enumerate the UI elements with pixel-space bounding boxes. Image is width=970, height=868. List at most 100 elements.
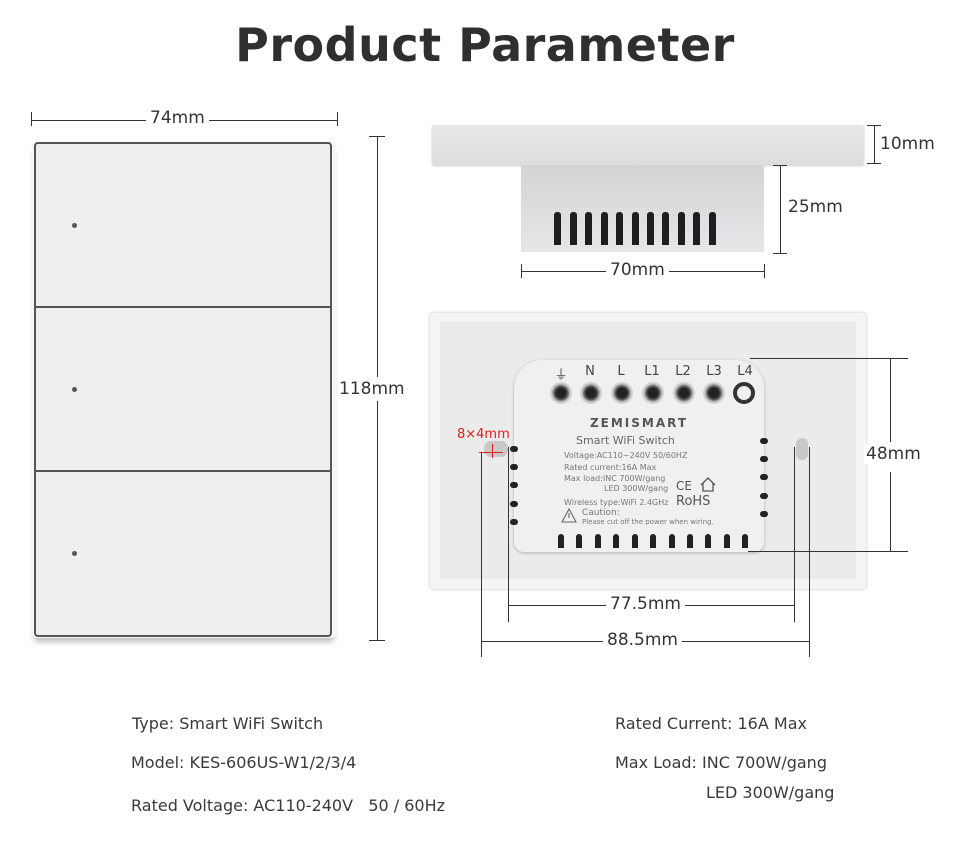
side-vent (760, 438, 768, 444)
vent-slot (632, 534, 638, 548)
dimension-line (890, 472, 891, 552)
indicator-led (72, 387, 77, 392)
mounting-hole-left (484, 441, 508, 457)
terminal-screw-icon (580, 382, 602, 404)
terminal-screw-icon (673, 382, 695, 404)
indicator-led (72, 551, 77, 556)
plate-thickness-label: 10mm (878, 134, 937, 154)
vent-slot (632, 212, 639, 245)
module-voltage: Voltage:AC110~240V 50/60HZ (564, 451, 688, 460)
wifi-module: ⏚ N L L1 L2 L3 L4 ZEMISMART Smart WiFi S… (510, 360, 768, 552)
vent-slot (650, 534, 656, 548)
home-icon (700, 477, 716, 492)
terminal-label-l4: L4 (737, 364, 753, 379)
spec-rated-current: Rated Current: 16A Max (615, 714, 807, 733)
terminal-empty-icon (733, 382, 755, 404)
box-depth-label: 25mm (786, 197, 845, 217)
terminal-label-n: N (585, 364, 595, 379)
outer-spacing-label: 88.5mm (603, 630, 682, 650)
dimension-line (809, 447, 810, 657)
side-vent (510, 446, 518, 452)
dimension-line (750, 358, 908, 359)
vent-slot (554, 212, 561, 245)
terminal-screw-icon (611, 382, 633, 404)
spec-max-load: Max Load: INC 700W/gang (615, 753, 827, 772)
terminal-screw-icon (550, 382, 572, 404)
vent-slot (601, 212, 608, 245)
inner-spacing-label: 77.5mm (606, 594, 685, 614)
page-title: Product Parameter (235, 18, 735, 72)
mounting-hole-right (796, 438, 808, 460)
terminal-label-l3: L3 (706, 364, 722, 379)
front-height-label: 118mm (337, 377, 407, 401)
front-width-label: 74mm (146, 108, 209, 128)
dimension-line (874, 125, 875, 163)
vent-slot (585, 212, 592, 245)
vent-slot (613, 534, 619, 548)
vent-slot (709, 212, 716, 245)
side-vent (510, 482, 518, 488)
spec-rated-voltage: Rated Voltage: AC110-240V 50 / 60Hz (131, 796, 446, 815)
dimension-line (890, 358, 891, 442)
hole-size-label: 8×4mm (457, 427, 510, 442)
vent-slot (669, 534, 675, 548)
dimension-line (773, 253, 787, 254)
caution-title: Caution: (582, 508, 620, 518)
vent-slot (558, 534, 564, 548)
dimension-line (794, 447, 795, 622)
terminal-label-ground: ⏚ (554, 368, 568, 383)
ce-mark-icon: CE (676, 479, 692, 493)
module-max-load-inc: Max load:INC 700W/gang (564, 474, 666, 483)
spec-max-load-led: LED 300W/gang (706, 783, 835, 802)
gang-button-3[interactable] (34, 470, 332, 637)
vent-slot (693, 212, 700, 245)
gang-button-2[interactable] (34, 306, 332, 472)
side-vent (510, 501, 518, 507)
dimension-line (780, 165, 781, 253)
gang-button-1[interactable] (34, 142, 332, 308)
rohs-mark: RoHS (676, 494, 711, 509)
side-vent (760, 511, 768, 517)
warning-icon (561, 508, 577, 523)
vent-slot (705, 534, 711, 548)
terminal-label-l2: L2 (675, 364, 691, 379)
spec-type: Type: Smart WiFi Switch (132, 714, 324, 733)
side-face-plate (432, 125, 864, 165)
vent-slot (662, 212, 669, 245)
dim-tick (337, 112, 338, 126)
vent-slot (595, 534, 601, 548)
vent-slot (616, 212, 623, 245)
vent-slot (687, 534, 693, 548)
terminal-screw-icon (703, 382, 725, 404)
switch-front-panel (32, 142, 336, 638)
module-rated-current: Rated current:16A Max (564, 463, 657, 472)
module-wireless: Wireless type:WiFi 2.4GHz (564, 498, 669, 507)
dimension-line (492, 444, 493, 458)
dimension-line (481, 452, 482, 657)
spec-model: Model: KES-606US-W1/2/3/4 (131, 753, 357, 772)
vent-slot (742, 534, 748, 548)
terminal-label-l: L (617, 364, 625, 379)
side-vent (760, 456, 768, 462)
side-vent (760, 474, 768, 480)
module-height-label: 48mm (864, 444, 923, 464)
dimension-line (508, 447, 509, 622)
box-width-label: 70mm (606, 260, 669, 280)
terminal-label-l1: L1 (644, 364, 660, 379)
vent-slot (570, 212, 577, 245)
side-vent (510, 464, 518, 470)
indicator-led (72, 223, 77, 228)
vent-slot (576, 534, 582, 548)
dimension-line (867, 163, 881, 164)
dimension-line (748, 551, 908, 552)
vent-slot (724, 534, 730, 548)
side-vent (760, 493, 768, 499)
dimension-line (479, 452, 503, 453)
vent-slot (678, 212, 685, 245)
side-back-box (521, 165, 764, 252)
brand-logo: ZEMISMART (589, 416, 689, 430)
module-product-name: Smart WiFi Switch (576, 434, 675, 447)
side-vent (510, 519, 518, 525)
dimension-line (764, 264, 765, 278)
dim-tick (31, 112, 32, 126)
